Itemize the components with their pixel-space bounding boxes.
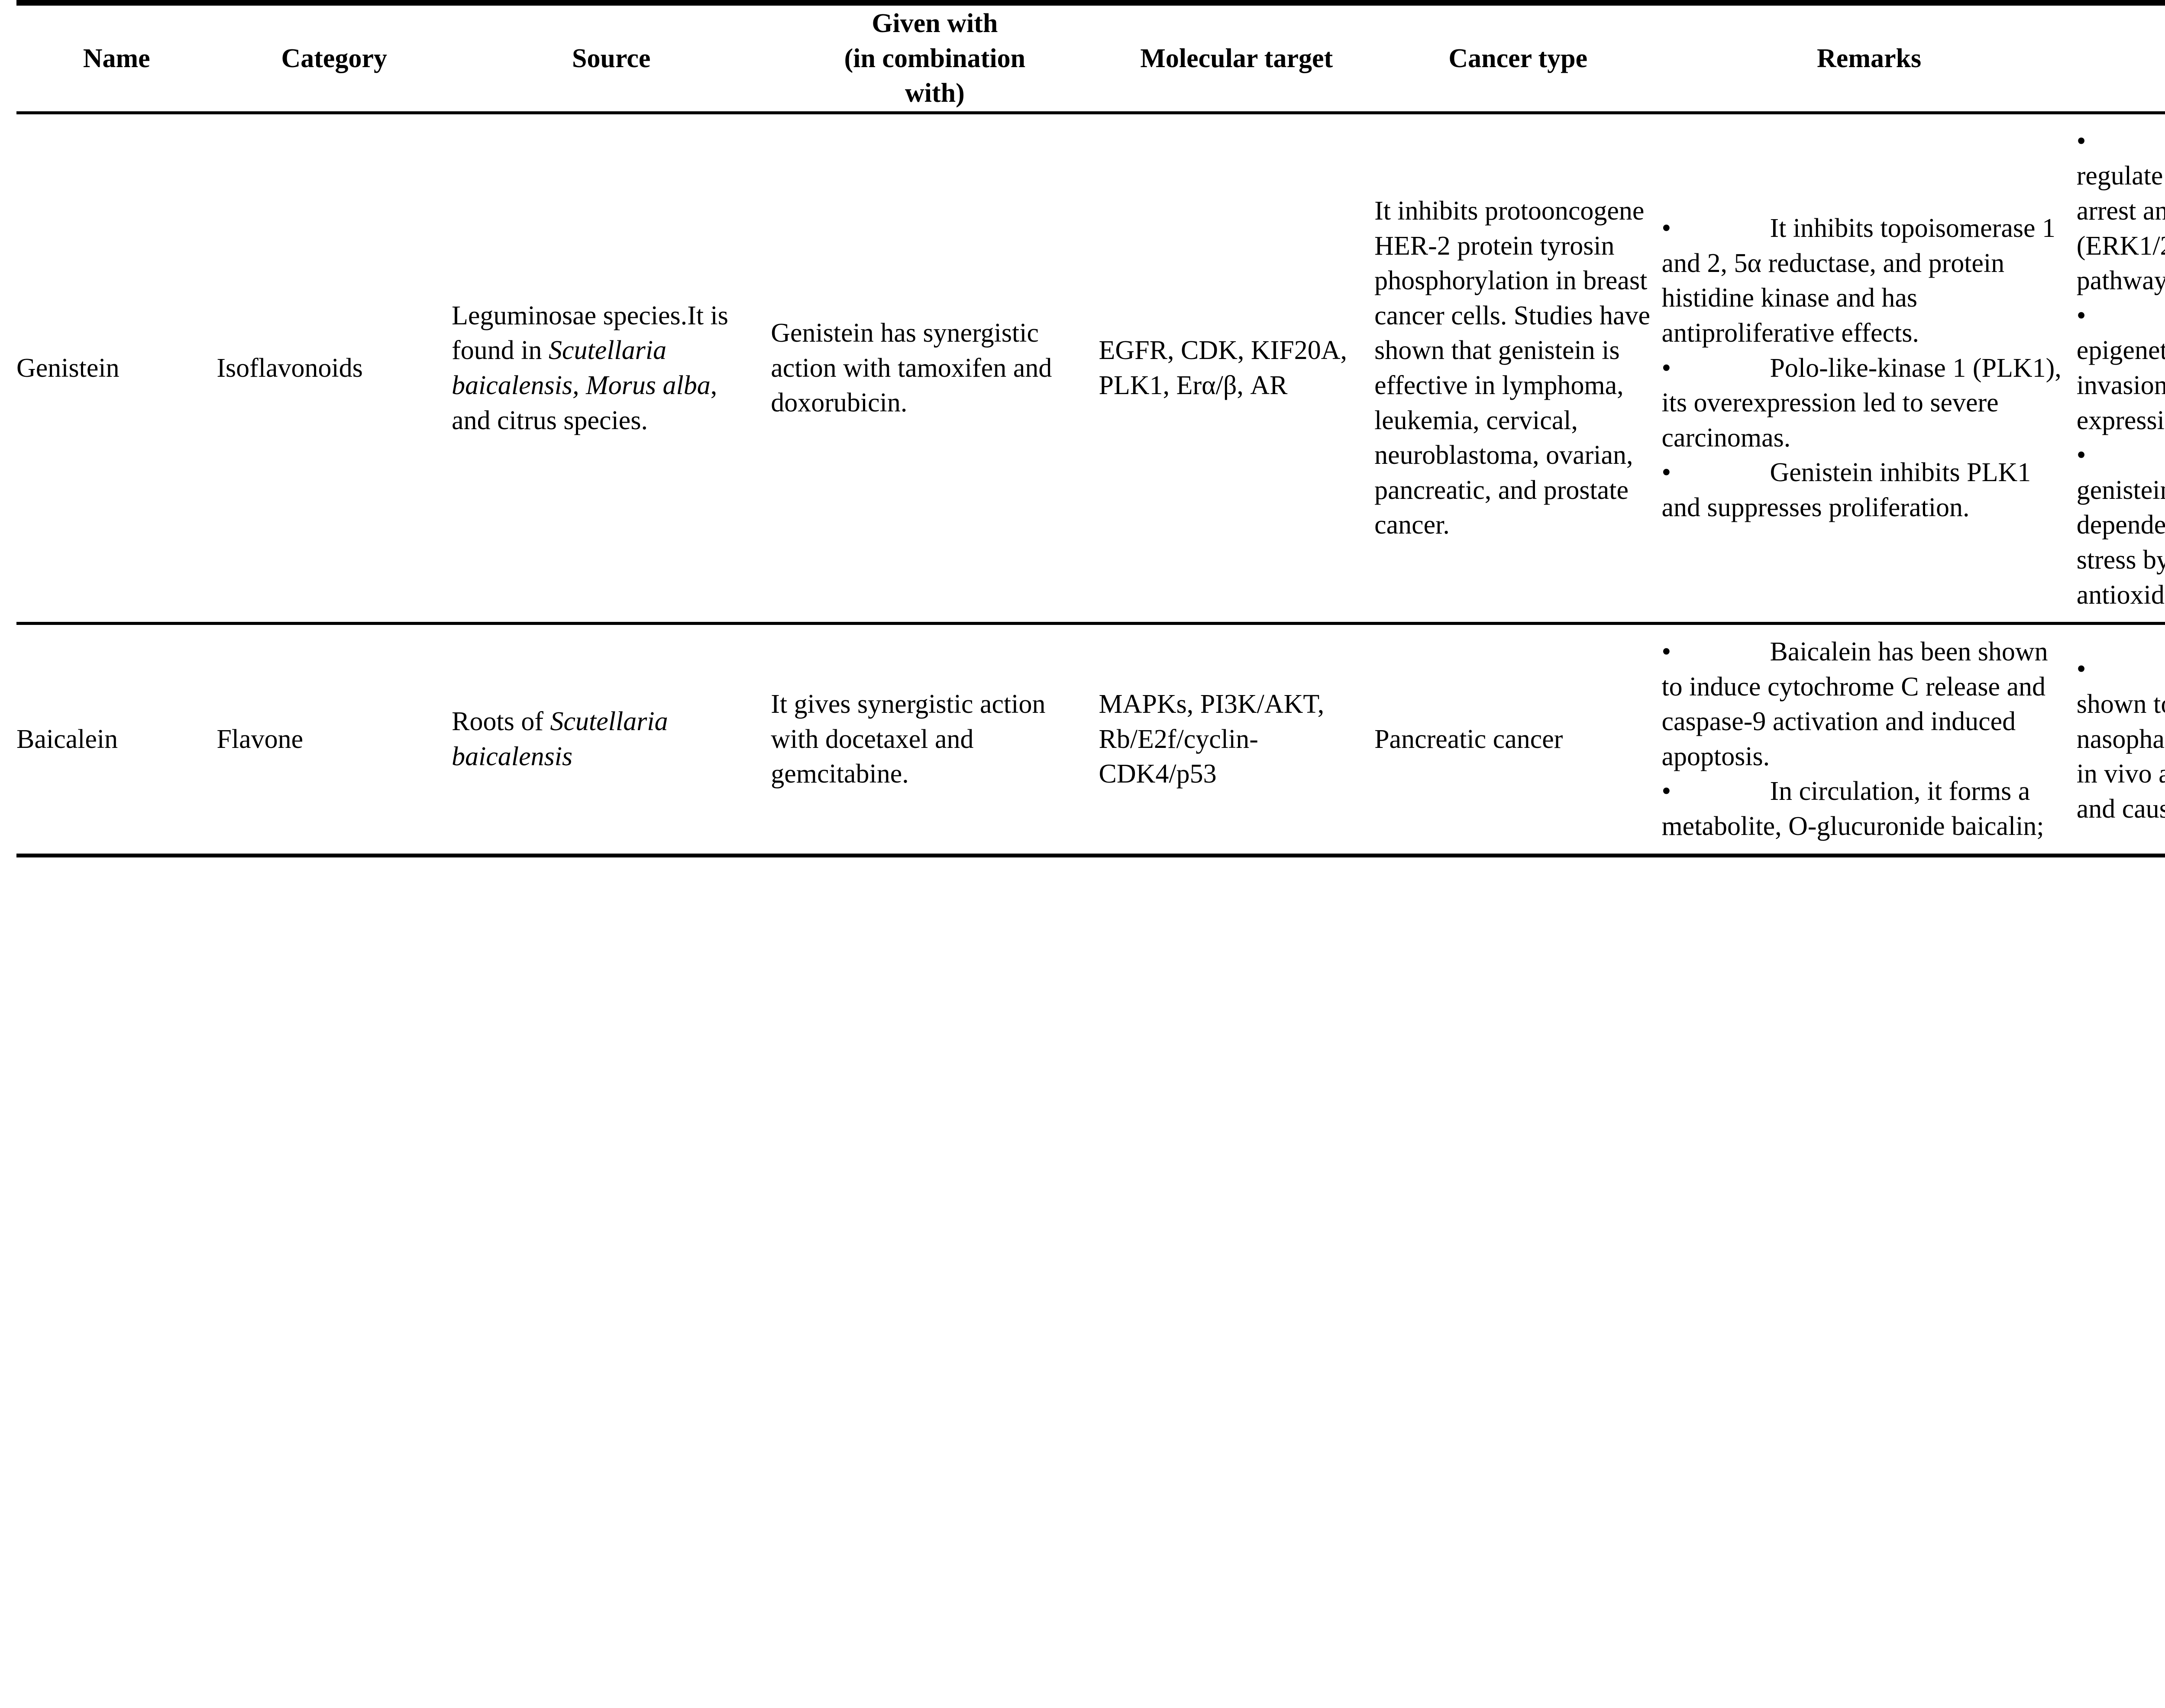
remark-list: •Baicalein has been shown to induce cyto… bbox=[1661, 634, 2067, 844]
cell-cancer-type: It inhibits protooncogene HER-2 protein … bbox=[1374, 196, 1651, 540]
remark-item: •It inhibits topoisomerase 1 and 2, 5α r… bbox=[1661, 211, 2067, 350]
table-body: Genistein Isoflavonoids Leguminosae specie… bbox=[16, 114, 2165, 855]
remark-item: •Genistein inhibits PLK1 and suppresses … bbox=[1661, 455, 2067, 525]
epigenetic-item-text: Baicalin hydrate (BH) has been shown to … bbox=[2076, 689, 2165, 824]
epigenetic-item: • By increasing the Bax/Bcl-2 ratio, geni… bbox=[2077, 438, 2165, 612]
remark-item-text: Baicalein has been shown to induce cytoc… bbox=[1661, 637, 2048, 771]
epigenetic-list: • Baicalin hydrate (BH) has been shown to… bbox=[2077, 652, 2165, 826]
column-header-category: Category bbox=[281, 43, 387, 73]
cell-category: Isoflavonoids bbox=[216, 353, 363, 383]
remark-item-text: In circulation, it forms a metabolite, O… bbox=[1661, 776, 2044, 841]
table-row-rule bbox=[16, 622, 2165, 626]
column-header-remarks: Remarks bbox=[1817, 43, 1922, 73]
cell-molecular-target: EGFR, CDK, KIF20A, PLK1, Erα/β, AR bbox=[1099, 336, 1347, 400]
given-with-line-3: with) bbox=[905, 78, 965, 108]
bullet-icon: • bbox=[2076, 301, 2086, 330]
source-text: It is found in bbox=[452, 301, 728, 366]
column-header-epigenetic-effect: Epigenetic effect bbox=[2077, 6, 2165, 113]
epigenetic-item-text: By increasing the Bax/Bcl-2 ratio, genis… bbox=[2076, 475, 2165, 610]
cell-name: Genistein bbox=[16, 353, 120, 383]
remark-item: •Baicalein has been shown to induce cyto… bbox=[1661, 634, 2067, 774]
bullet-icon: • bbox=[1661, 637, 1671, 667]
given-with-line-1: Given with bbox=[872, 9, 998, 38]
column-header-given-with: Given with (in combination with) bbox=[771, 6, 1099, 113]
remark-item: •In circulation, it forms a metabolite, … bbox=[1661, 774, 2067, 844]
table-row: Genistein Isoflavonoids Leguminosae specie… bbox=[16, 114, 2165, 624]
cell-cancer-type: Pancreatic cancer bbox=[1374, 724, 1563, 754]
cell-epigenetic-effect: • Modifying the proteins that regulate th… bbox=[2077, 114, 2165, 624]
cell-name: Baicalein bbox=[16, 724, 118, 754]
remark-item-text: It inhibits topoisomerase 1 and 2, 5α re… bbox=[1661, 214, 2055, 348]
column-header-source: Source bbox=[572, 43, 651, 73]
cell-molecular-target: MAPKs, PI3K/AKT, Rb/E2f/cyclin-CDK4/p53 bbox=[1099, 689, 1325, 789]
epigenetic-item-text: Modifying the proteins that regulate the… bbox=[2076, 161, 2165, 296]
cell-remarks: •It inhibits topoisomerase 1 and 2, 5α r… bbox=[1661, 114, 2076, 624]
cell-source: Leguminosae species.It is found in Scute… bbox=[452, 114, 771, 624]
bullet-icon: • bbox=[1661, 214, 1671, 243]
cell-category: Flavone bbox=[216, 724, 304, 754]
cell-epigenetic-effect: • Baicalin hydrate (BH) has been shown to… bbox=[2077, 625, 2165, 855]
bullet-icon: • bbox=[1661, 776, 1671, 806]
table-header-rule bbox=[16, 111, 2165, 116]
table-bottom-rule bbox=[16, 854, 2165, 859]
epigenetic-item: • Additionally, genistein influences epig… bbox=[2077, 298, 2165, 438]
source-text: Leguminosae species. bbox=[452, 301, 688, 330]
remark-item: •Polo-like-kinase 1 (PLK1), its overexpr… bbox=[1661, 351, 2067, 456]
bullet-icon: • bbox=[2076, 126, 2086, 156]
cell-source: Roots of Scutellaria baicalensis bbox=[452, 625, 771, 855]
table-header-row: Name Category Source Given with (in comb… bbox=[16, 6, 2165, 113]
bullet-icon: • bbox=[2076, 654, 2086, 684]
bullet-icon: • bbox=[1661, 353, 1671, 383]
epigenetic-item: • Baicalin hydrate (BH) has been shown to… bbox=[2077, 652, 2165, 826]
epigenetic-item-text: Additionally, genistein influences epige… bbox=[2076, 336, 2165, 435]
cell-given-with: Genistein has synergistic action with ta… bbox=[771, 318, 1052, 418]
bullet-icon: • bbox=[2076, 440, 2086, 470]
column-header-molecular-target: Molecular target bbox=[1140, 43, 1333, 73]
species-name: Scutellaria baicalensis, Morus alba bbox=[452, 336, 711, 400]
rule-cell bbox=[16, 622, 2165, 626]
bullet-icon: • bbox=[1661, 458, 1671, 488]
epigenetic-list: • Modifying the proteins that regulate th… bbox=[2077, 124, 2165, 612]
remark-list: •It inhibits topoisomerase 1 and 2, 5α r… bbox=[1661, 211, 2067, 525]
source-text: , and citrus species. bbox=[452, 370, 717, 435]
species-name: Scutellaria baicalensis bbox=[452, 707, 668, 771]
cell-remarks: •Baicalein has been shown to induce cyto… bbox=[1661, 625, 2076, 855]
remark-item-text: Genistein inhibits PLK1 and suppresses p… bbox=[1661, 458, 2031, 523]
remark-item-text: Polo-like-kinase 1 (PLK1), its overexpre… bbox=[1661, 353, 2062, 453]
given-with-line-2: (in combination bbox=[844, 43, 1026, 73]
column-header-name: Name bbox=[83, 43, 150, 73]
table-row: Baicalein Flavone Roots of Scutellaria bai… bbox=[16, 625, 2165, 855]
cell-given-with: It gives synergistic action with docetax… bbox=[771, 689, 1046, 789]
phytochemicals-table: Name Category Source Given with (in comb… bbox=[16, 0, 2165, 859]
source-text: Roots of bbox=[452, 707, 550, 737]
epigenetic-item: • Modifying the proteins that regulate th… bbox=[2077, 124, 2165, 298]
column-header-cancer-type: Cancer type bbox=[1448, 43, 1588, 73]
